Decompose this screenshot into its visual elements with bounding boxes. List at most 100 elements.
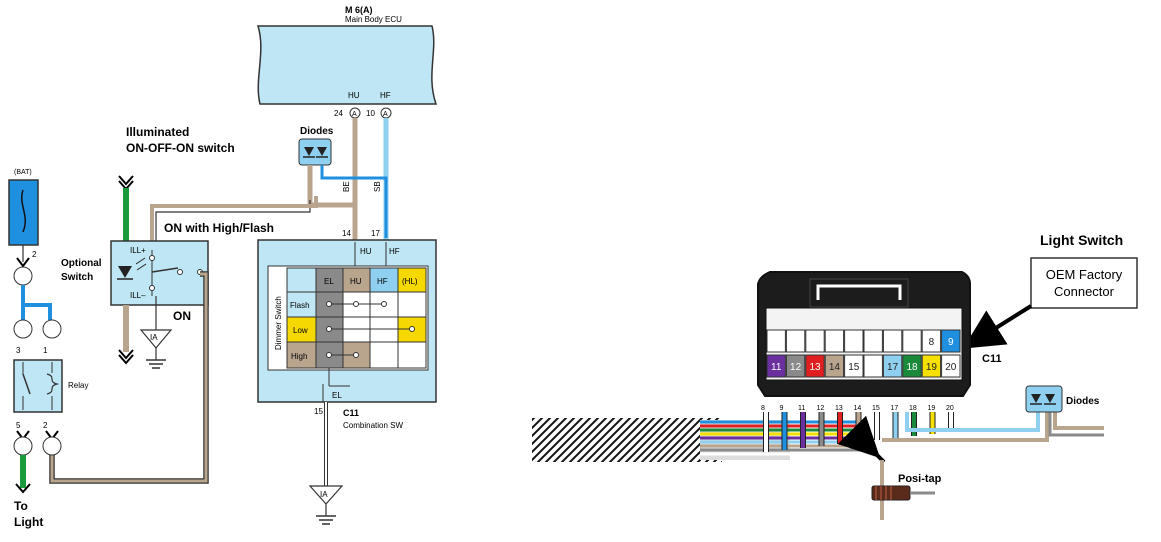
wire-pin-number: 11 — [798, 405, 805, 412]
relay-pin-3: 3 — [16, 346, 21, 355]
wire-pin-number: 14 — [854, 405, 862, 412]
main-body-ecu: M 6(A) Main Body ECU HU HF 24 10 A A — [256, 5, 438, 119]
relay-pin-1: 1 — [43, 346, 48, 355]
combo-el: EL — [332, 391, 342, 400]
combo-pin-17: 17 — [371, 229, 380, 238]
connector-cavity — [766, 329, 786, 353]
connector-pin-number: 11 — [771, 362, 782, 373]
relay: 3 1 Relay 5 2 — [13, 319, 88, 456]
diodes-left: Diodes — [298, 126, 334, 166]
connector-cavity — [844, 329, 864, 353]
connector-cavity — [941, 329, 961, 353]
relay-pin-2: 2 — [43, 421, 48, 430]
connector-cavity — [882, 354, 903, 378]
row-low: Low — [293, 326, 308, 335]
bat-label: (BAT) — [14, 169, 32, 176]
combo-ground-ia: IA — [320, 490, 328, 499]
hu-to-diode-wire — [882, 412, 1049, 442]
return-wire — [50, 272, 208, 483]
on-high-flash-label: ON with High/Flash — [164, 221, 274, 235]
connector-pin-number: 18 — [906, 362, 918, 373]
ecu-pin-letter-1: A — [352, 111, 357, 118]
wire-pin-number: 13 — [835, 405, 843, 412]
combo-pin-14: 14 — [342, 229, 351, 238]
relay-label: Relay — [68, 381, 88, 390]
to-light-line1: To — [14, 499, 28, 513]
connector-cavity — [902, 354, 922, 378]
diode-wire-sb — [320, 165, 388, 238]
connector-cavity — [902, 329, 922, 353]
connector-cavity — [824, 354, 845, 378]
callout-line1: OEM Factory — [1046, 267, 1123, 282]
to-light-wire — [15, 455, 31, 494]
fuse: 2 — [8, 179, 39, 286]
col-el: EL — [324, 277, 334, 286]
to-light-line2: Light — [14, 515, 43, 529]
switch-title-line2: ON-OFF-ON switch — [126, 141, 235, 155]
combo-ground: IA — [308, 402, 344, 525]
connector-pin-number: 15 — [848, 362, 860, 373]
diode-out-wire-1 — [1053, 412, 1104, 430]
on-label: ON — [173, 309, 191, 323]
wire-pin-number: 19 — [928, 405, 936, 412]
connector-cavity — [805, 329, 825, 353]
oem-connector-callout: OEM Factory Connector — [963, 257, 1138, 349]
connector-cavity — [844, 354, 864, 378]
combo-name: Combination SW — [343, 421, 403, 430]
optional-switch-line1: Optional — [61, 258, 102, 269]
connector-cavity — [921, 329, 942, 353]
connector-pin-number: 9 — [948, 337, 954, 348]
dimmer-switch-label: Dimmer Switch — [274, 296, 283, 350]
connector-pin-number: 8 — [929, 337, 935, 348]
connector-cavity — [941, 354, 961, 378]
combo-hu: HU — [360, 247, 372, 256]
switch-feed-wire — [150, 196, 318, 250]
connector-cavity — [863, 329, 883, 353]
c11-label: C11 — [982, 353, 1002, 365]
row-high: High — [291, 352, 307, 361]
diode-out-wire-2 — [1048, 412, 1104, 437]
hf-to-diode-wire — [905, 412, 1040, 432]
wire-sb-label: SB — [373, 181, 382, 192]
relay-pin-5: 5 — [16, 421, 21, 430]
connector-cavity — [824, 329, 845, 353]
wire-pin-number: 8 — [761, 405, 765, 412]
optional-switch: ILL+ ILL– — [110, 240, 209, 306]
diodes-right-label: Diodes — [1066, 396, 1100, 407]
posi-tap: Posi-tap — [837, 415, 942, 520]
combo-code: C11 — [343, 408, 359, 418]
connector-pin-number: 19 — [926, 362, 938, 373]
ecu-pin-hf-num: 10 — [366, 109, 375, 118]
combo-pin-15: 15 — [314, 407, 323, 416]
connector-pin-number: 12 — [790, 362, 802, 373]
wire-harness — [532, 418, 860, 462]
led-icon — [118, 266, 132, 278]
wire-pin-number: 12 — [817, 405, 825, 412]
connector-pin-number: 14 — [829, 362, 841, 373]
diodes-left-label: Diodes — [300, 126, 334, 137]
connector-cavity — [766, 354, 786, 378]
connector-cavity — [785, 329, 806, 353]
ecu-pin-hu-name: HU — [348, 91, 360, 100]
switch-title-line1: Illuminated — [126, 125, 189, 139]
diodes-right: Diodes — [1025, 385, 1100, 413]
connector-cavity — [863, 354, 883, 378]
light-switch-title: Light Switch — [1040, 232, 1123, 248]
wire-pin-number: 15 — [872, 405, 880, 412]
ill-plus-label: ILL+ — [130, 246, 146, 255]
connector-pin-number: 13 — [809, 362, 821, 373]
callout-line2: Connector — [1054, 284, 1115, 299]
connector-cavity — [805, 354, 825, 378]
fuse-pin: 2 — [32, 250, 37, 259]
ecu-pin-letter-2: A — [383, 111, 388, 118]
ill-plus-feed — [118, 175, 134, 245]
col-hl: (HL) — [402, 277, 418, 286]
connector-pin-number: 20 — [945, 362, 957, 373]
posi-tap-label: Posi-tap — [898, 473, 942, 485]
switch-ground-ia: IA — [150, 333, 158, 342]
col-hu: HU — [350, 277, 362, 286]
ecu-name: Main Body ECU — [345, 15, 402, 24]
ecu-pin-hf-name: HF — [380, 91, 391, 100]
